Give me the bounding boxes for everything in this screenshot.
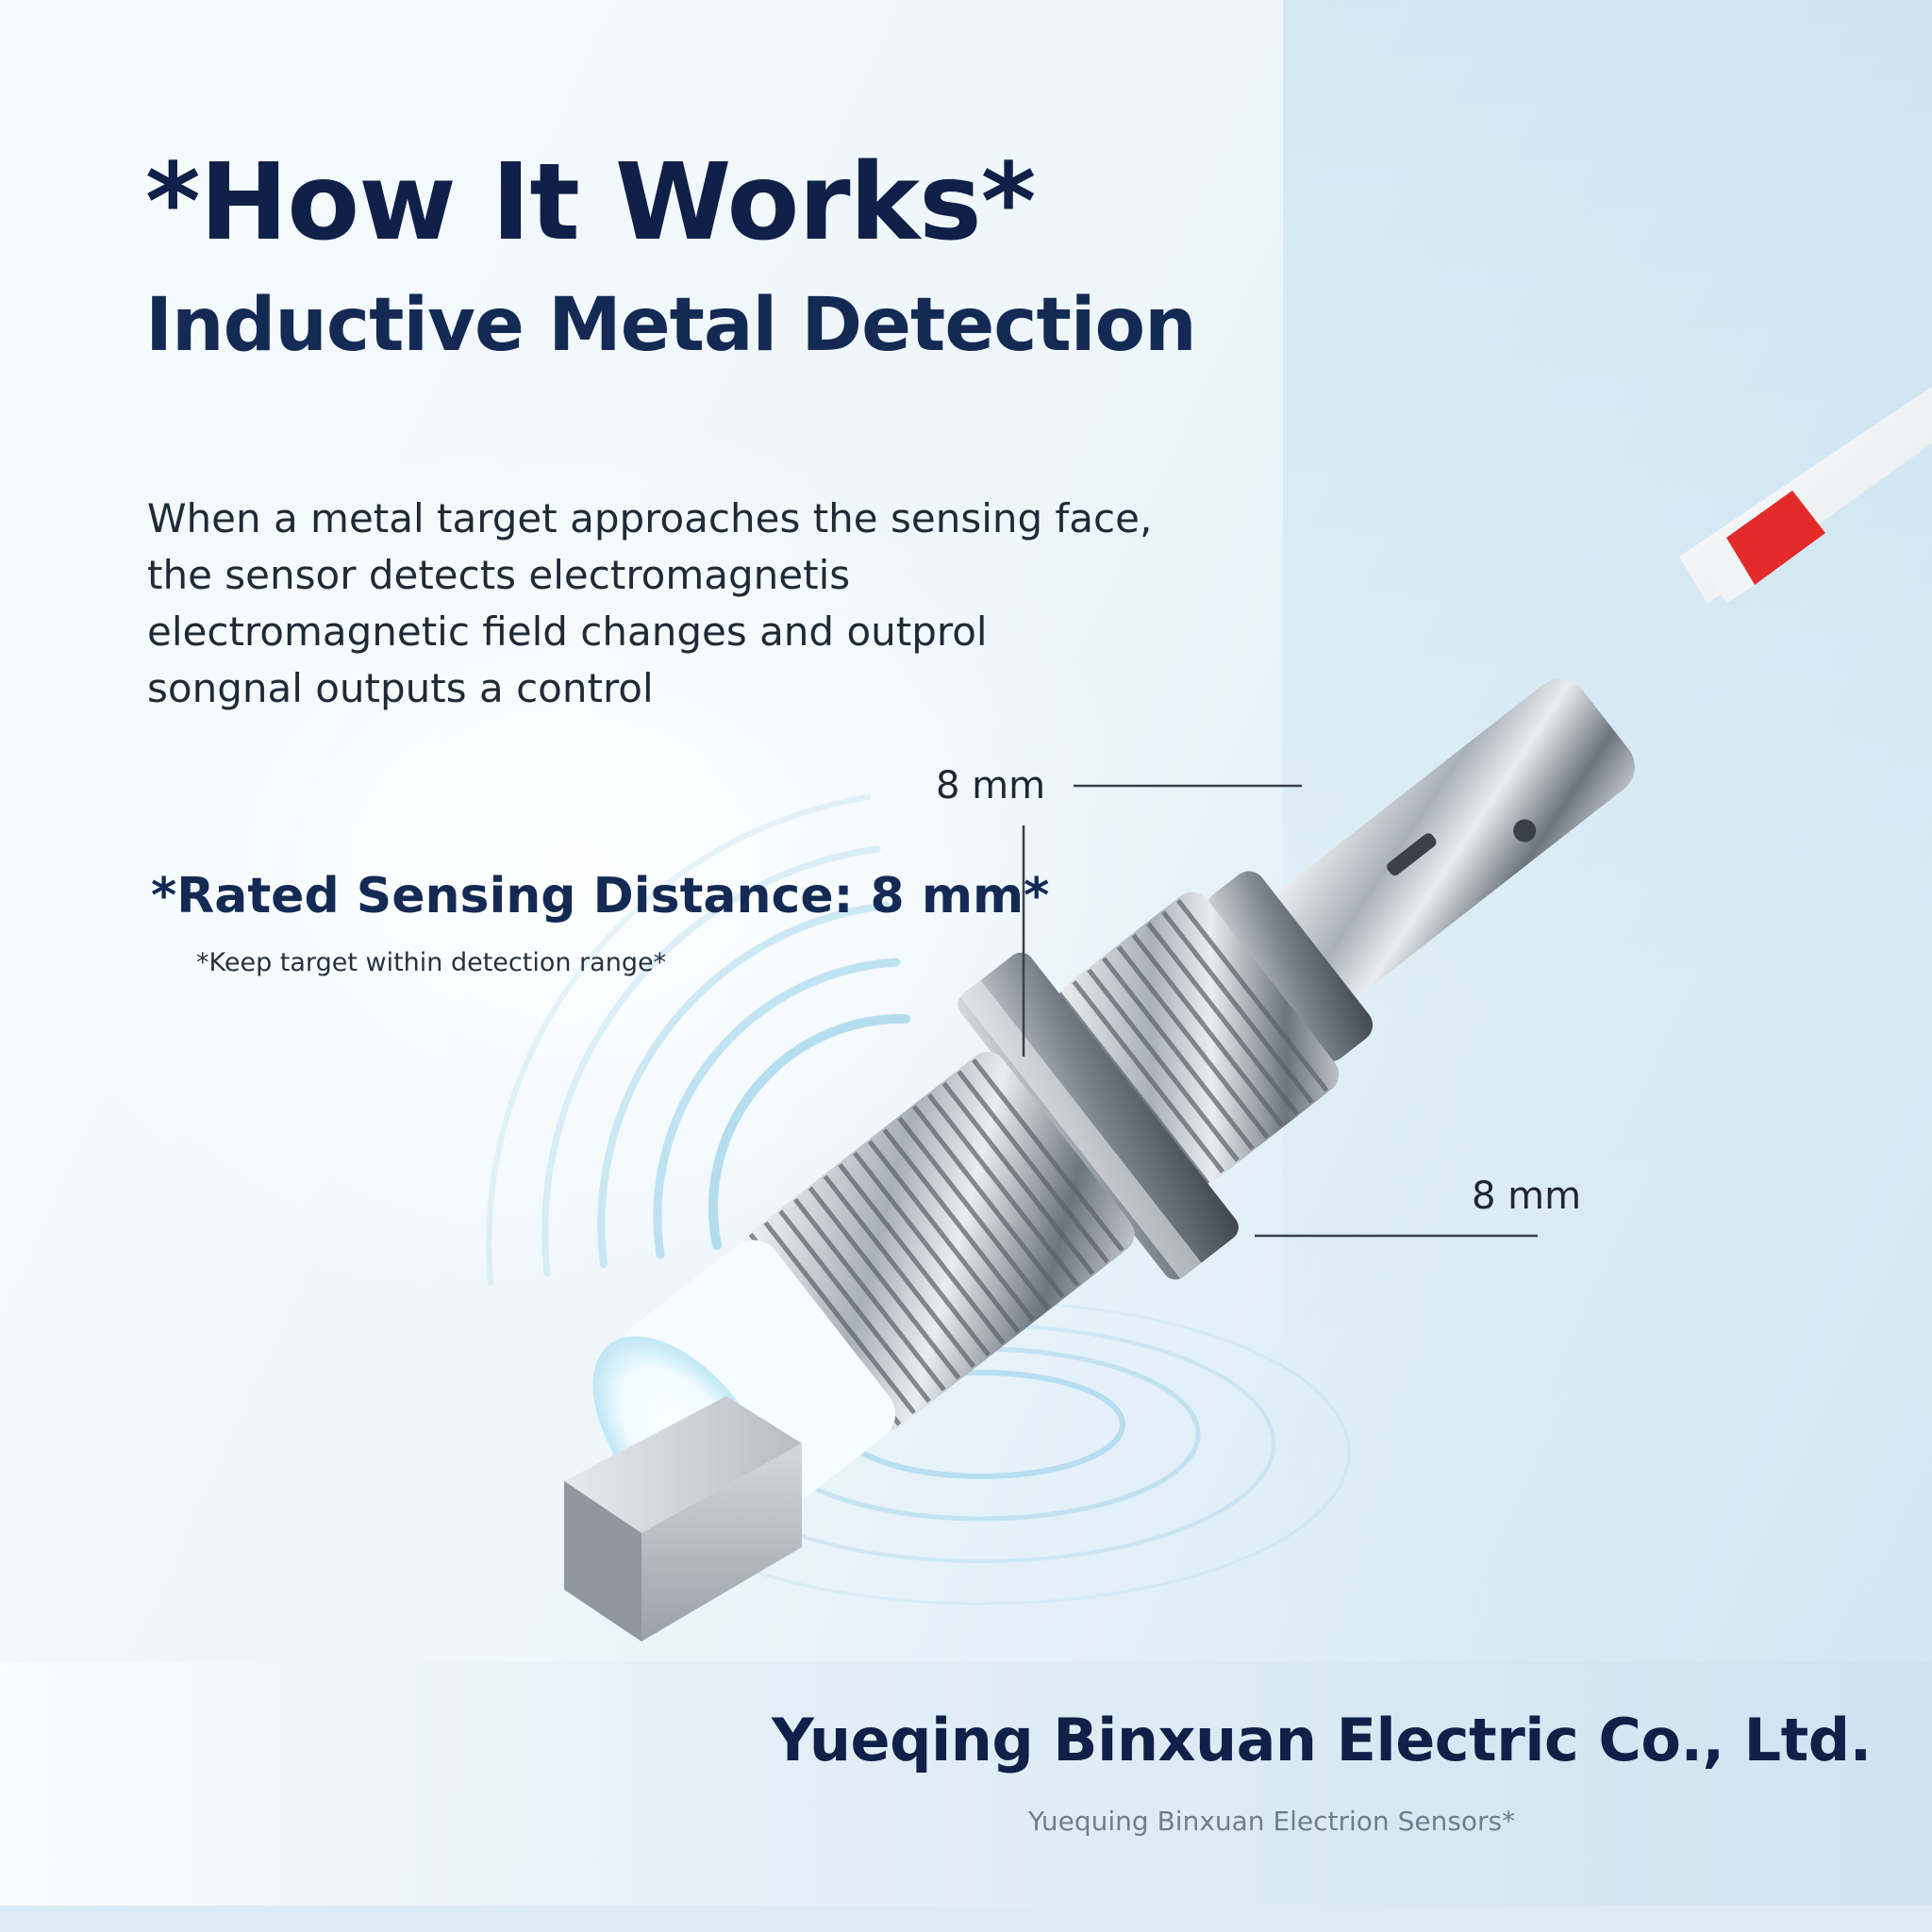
company-tagline: Yuequing Binxuan Electrion Sensors* <box>1028 1806 1516 1837</box>
footer-divider <box>0 1906 1932 1932</box>
dimension-label-top: 8 mm <box>936 764 1046 808</box>
page-title: *How It Works* <box>145 142 1036 264</box>
description-line: songnal outputs a control <box>147 665 654 711</box>
description-line: When a metal target approaches the sensi… <box>147 495 1153 541</box>
description-line: electromagnetic field changes and outpro… <box>147 608 988 655</box>
footer-band <box>0 1662 1932 1932</box>
page-subtitle: Inductive Metal Detection <box>145 283 1197 368</box>
metal-target-icon <box>564 1396 802 1641</box>
dimension-lines <box>1022 784 1538 1238</box>
dimension-label-right: 8 mm <box>1472 1174 1582 1218</box>
description-line: the sensor detects electromagnetis <box>147 552 851 598</box>
detection-range-note: *Keep target within detection range* <box>196 948 667 977</box>
company-name: Yueqing Binxuan Electric Co., Ltd. <box>772 1706 1872 1774</box>
rated-sensing-distance: *Rated Sensing Distance: 8 mm* <box>151 868 1050 924</box>
sensor-cable <box>1679 387 1932 604</box>
description-paragraph: When a metal target approaches the sensi… <box>147 491 1260 717</box>
